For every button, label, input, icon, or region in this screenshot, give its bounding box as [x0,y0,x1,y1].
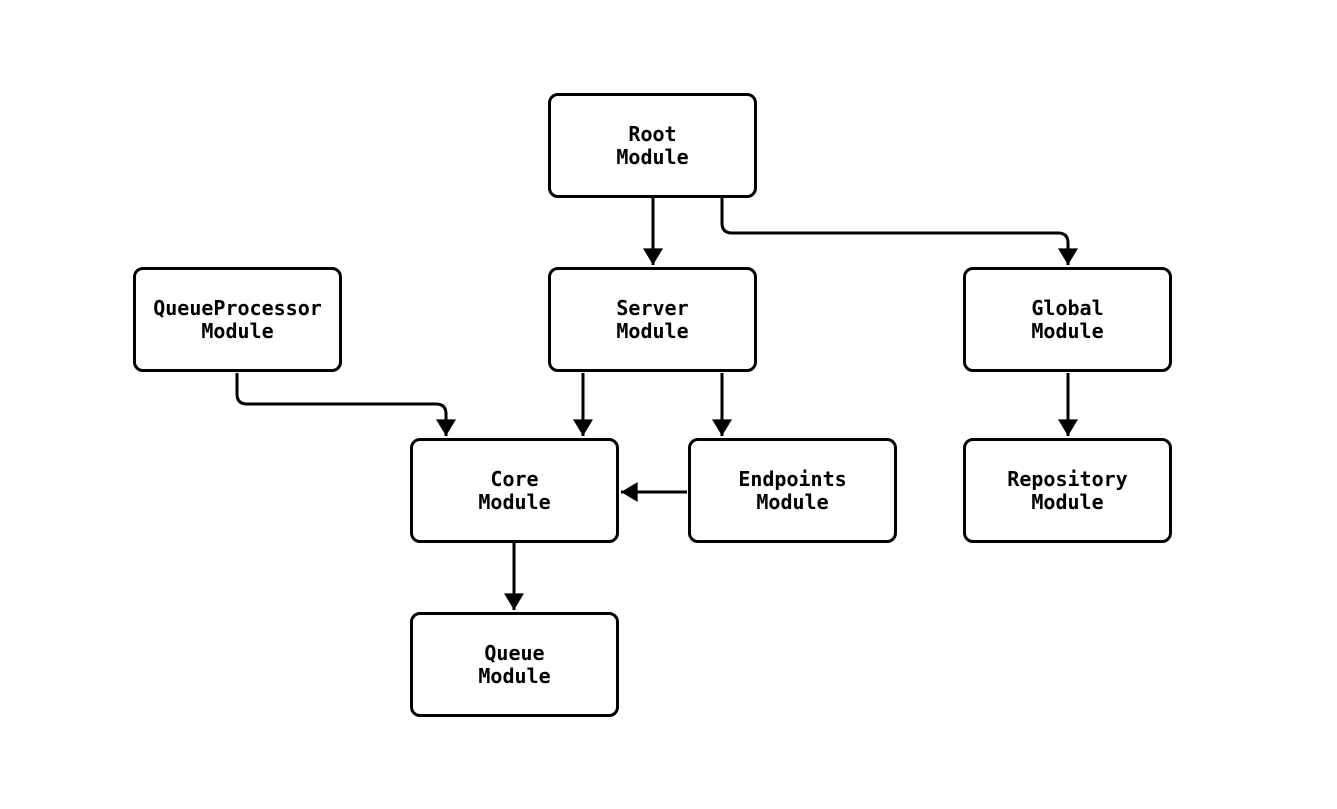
node-core-module: Core Module [410,438,619,543]
edge-root-to-global [720,198,1078,265]
node-server-module: Server Module [548,267,757,372]
node-repository-module: Repository Module [963,438,1172,543]
node-queueprocessor-module: QueueProcessor Module [133,267,342,372]
node-root-module: Root Module [548,93,757,198]
node-global-module: Global Module [963,267,1172,372]
edge-queueprocessor-to-core [235,373,456,437]
node-queue-module: Queue Module [410,612,619,717]
node-endpoints-module: Endpoints Module [688,438,897,543]
